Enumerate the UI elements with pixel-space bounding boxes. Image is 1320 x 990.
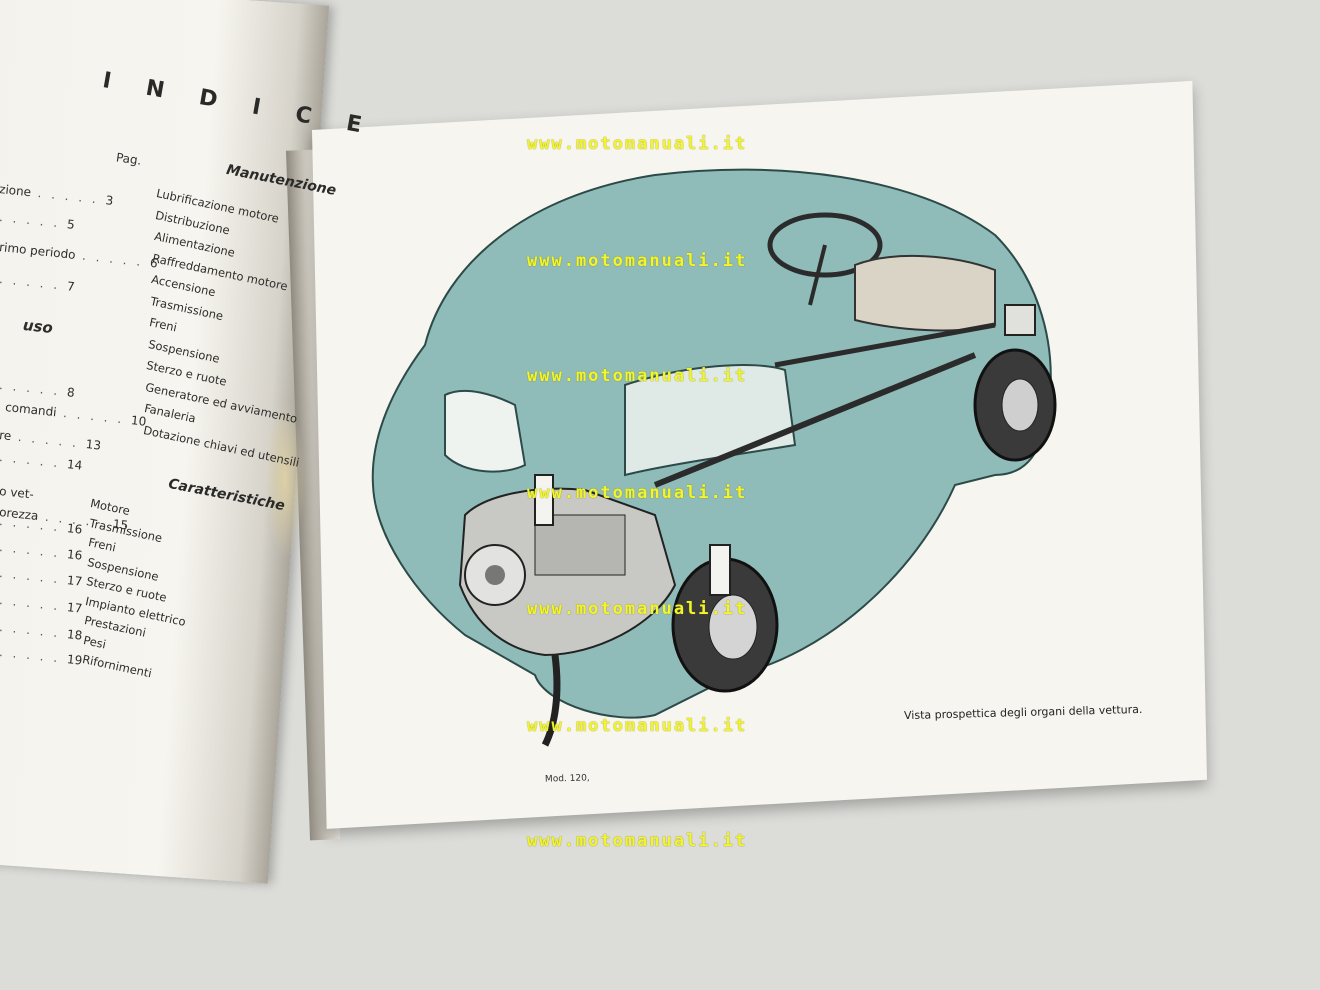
car-cutaway-illustration bbox=[371, 168, 1057, 747]
toc-entry-page: 16 bbox=[66, 521, 83, 537]
watermark-text: www.motomanuali.it bbox=[527, 134, 748, 154]
toc-entry-page: 14 bbox=[66, 457, 83, 473]
toc-entry-page: 18 bbox=[66, 627, 83, 643]
toc-entry-page: 17 bbox=[66, 573, 83, 589]
watermark-text: www.motomanuali.it bbox=[527, 716, 748, 736]
toc-entry-page: 16 bbox=[66, 547, 83, 563]
toc-entry-page: 7 bbox=[66, 279, 76, 294]
toc-entry-page: 5 bbox=[66, 217, 76, 232]
paper-stain bbox=[265, 400, 305, 560]
watermark-text: www.motomanuali.it bbox=[527, 366, 748, 386]
toc-entry-text: uso bbox=[22, 316, 54, 338]
model-label: Mod. 120, bbox=[544, 773, 590, 785]
watermark-text: www.motomanuali.it bbox=[527, 599, 748, 619]
toc-entry: uso bbox=[22, 316, 54, 337]
watermark-text: www.motomanuali.it bbox=[527, 831, 748, 851]
watermark-text: www.motomanuali.it bbox=[527, 251, 748, 271]
toc-entry-page: 3 bbox=[104, 193, 114, 208]
watermark-text: www.motomanuali.it bbox=[527, 483, 748, 503]
toc-entry-page: 13 bbox=[85, 437, 102, 453]
toc-entry-text: zione bbox=[0, 182, 32, 200]
toc-entry-page: 8 bbox=[66, 385, 76, 400]
toc-entry-page: 17 bbox=[66, 600, 83, 616]
